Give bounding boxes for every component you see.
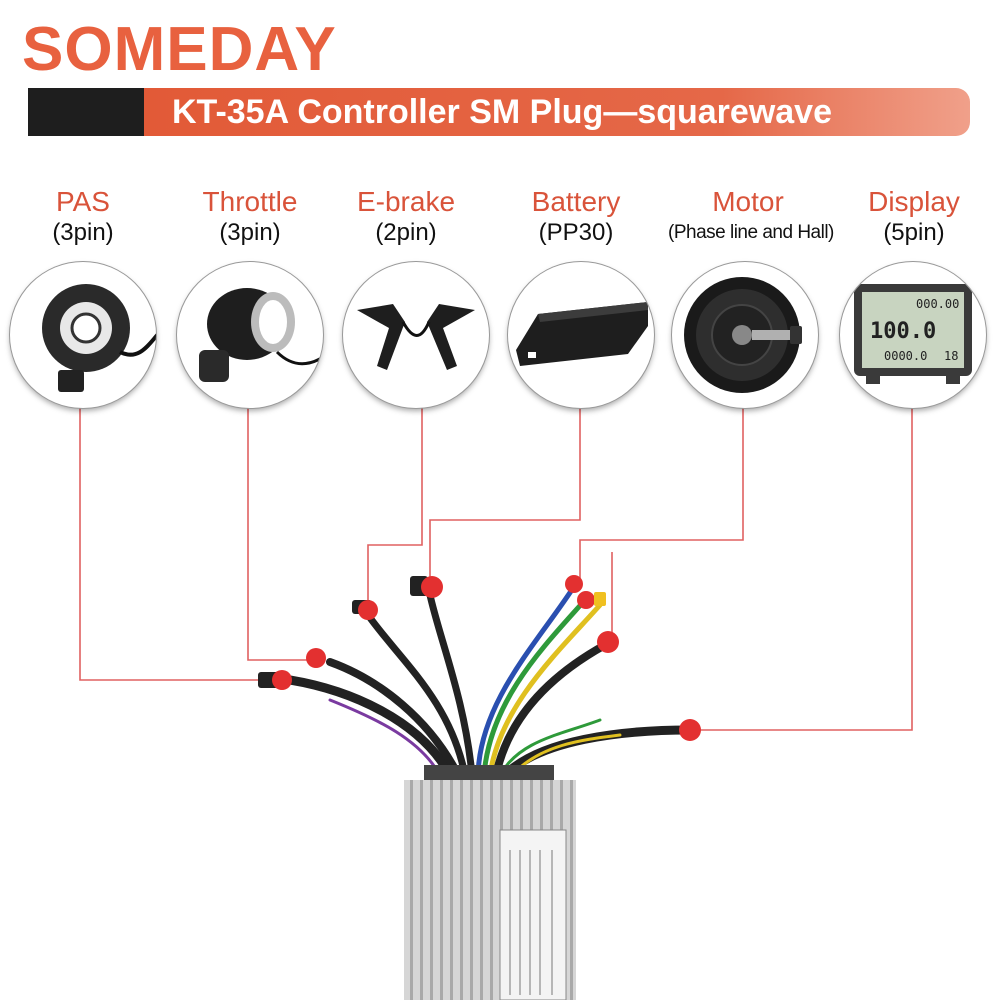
component-motor-pins: (Phase line and Hall) — [668, 222, 834, 243]
motor-circle — [672, 262, 818, 408]
banner-dark-block — [28, 88, 144, 136]
ebrake-circle — [343, 262, 489, 408]
connector-plugs — [258, 575, 701, 741]
banner-red-block — [144, 88, 970, 136]
component-ebrake: E-brake (2pin) — [326, 186, 486, 248]
component-throttle-name: Throttle — [202, 186, 298, 217]
motor-leader-line — [579, 400, 744, 580]
component-pas-name: PAS — [56, 186, 110, 217]
ebrake-leader-line — [367, 400, 423, 602]
component-throttle-pins: (3pin) — [219, 219, 281, 246]
component-motor: Motor (Phase line and Hall) — [668, 186, 834, 248]
throttle-icon — [199, 288, 323, 382]
component-battery-name: Battery — [531, 186, 621, 217]
display-odo-readout: 0000.0 — [884, 349, 927, 363]
title-banner: KT-35A Controller SM Plug—squarewave — [28, 88, 970, 136]
battery-circle — [508, 262, 654, 408]
battery-icon — [516, 302, 648, 366]
pas-sensor-icon — [42, 284, 156, 392]
hub-motor-icon — [684, 277, 802, 393]
component-display-name: Display — [868, 186, 960, 217]
display-top-readout: 000.00 — [916, 297, 959, 311]
component-ebrake-name: E-brake — [356, 186, 456, 217]
pas-leader-line — [79, 400, 268, 681]
controller-wires — [285, 582, 695, 780]
brand-logo: SOMEDAY — [22, 15, 337, 84]
display-circle: 000.00 100.0 0000.0 18 — [840, 262, 986, 408]
display-level-readout: 18 — [944, 349, 958, 363]
controller-box — [404, 765, 576, 1000]
throttle-leader-line — [247, 400, 312, 661]
lcd-display-icon: 000.00 100.0 0000.0 18 — [854, 284, 972, 384]
component-battery-pins: (PP30) — [538, 219, 614, 246]
battery-leader-line — [429, 400, 581, 578]
display-speed-readout: 100.0 — [870, 319, 936, 344]
component-display-pins: (5pin) — [883, 219, 945, 246]
component-motor-name: Motor — [712, 186, 784, 217]
component-throttle: Throttle (3pin) — [170, 186, 330, 248]
banner-title: KT-35A Controller SM Plug—squarewave — [172, 93, 832, 131]
throttle-circle — [177, 262, 323, 408]
component-pas-pins: (3pin) — [52, 219, 114, 246]
component-pas: PAS (3pin) — [3, 186, 163, 248]
component-ebrake-pins: (2pin) — [375, 219, 437, 246]
connector-lines — [79, 400, 913, 731]
pas-sensor-circle — [10, 262, 156, 408]
brake-lever-icon — [357, 304, 475, 370]
component-display: Display (5pin) — [834, 186, 994, 248]
display-leader-line — [700, 400, 913, 731]
component-battery: Battery (PP30) — [496, 186, 656, 248]
